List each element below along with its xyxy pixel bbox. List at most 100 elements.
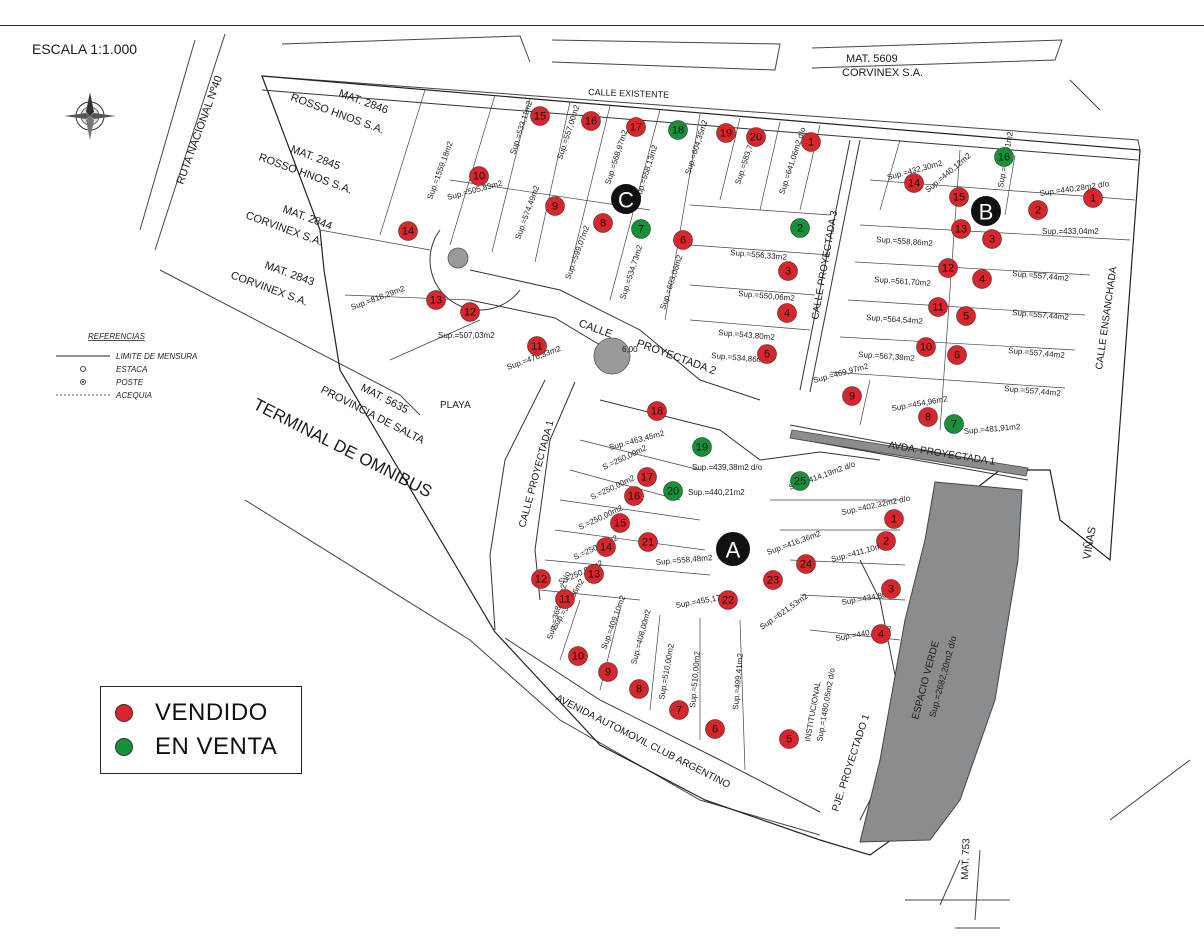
lot-marker-sold[interactable] [777,303,797,323]
lot-marker-sold[interactable] [460,302,480,322]
lot-marker-sold[interactable] [469,166,489,186]
lot-marker-for-sale[interactable] [994,147,1014,167]
lot-number-label: 3 [989,234,995,246]
lot-marker-sold[interactable] [778,261,798,281]
lot-marker-sold[interactable] [637,467,657,487]
lot-marker-sold[interactable] [949,187,969,207]
lot-marker-sold[interactable] [596,537,616,557]
lot-marker-sold[interactable] [705,719,725,739]
lot-marker-sold[interactable] [801,132,821,152]
lot-marker-for-sale[interactable] [668,120,688,140]
lot-area-label: Sup.=454,96m2 [891,394,949,413]
lot-marker-sold[interactable] [716,123,736,143]
lot-marker-for-sale[interactable] [631,219,651,239]
lot-marker-sold[interactable] [876,531,896,551]
lot-marker-sold[interactable] [947,345,967,365]
lot-marker-sold[interactable] [871,624,891,644]
lot-marker-sold[interactable] [1028,200,1048,220]
lot-number-label: 6 [954,350,960,362]
lot-marker-sold[interactable] [555,589,575,609]
lot-marker-sold[interactable] [918,407,938,427]
lot-marker-for-sale[interactable] [944,414,964,434]
section-marker-b[interactable] [971,196,1001,226]
lot-marker-sold[interactable] [426,290,446,310]
lot-marker-sold[interactable] [629,679,649,699]
scale-label: ESCALA 1:1.000 [32,41,137,57]
lot-number-label: 9 [552,201,558,213]
section-marker-a[interactable] [716,532,750,566]
lot-marker-sold[interactable] [398,221,418,241]
lot-marker-sold[interactable] [545,196,565,216]
lot-number-label: 4 [878,629,884,641]
lot-area-label: Sup.=533,11m2 [508,99,534,156]
lot-number-label: 18 [651,406,663,418]
lot-number-label: 22 [722,595,734,607]
lot-marker-sold[interactable] [1083,188,1103,208]
lot-number-label: 5 [786,734,792,746]
roundabout-label: 6,00 [622,345,638,354]
lot-marker-sold[interactable] [638,532,658,552]
lot-number-label: 13 [588,569,600,581]
top-border-line [0,25,1204,26]
stake-icon [80,366,86,372]
lot-marker-for-sale[interactable] [790,471,810,491]
lot-number-label: 19 [720,128,732,140]
lot-area-label: Sup.=557,44m2 [1012,308,1070,322]
lot-marker-sold[interactable] [647,401,667,421]
lot-number-label: 1 [891,514,897,526]
lot-marker-sold[interactable] [972,269,992,289]
lot-marker-sold[interactable] [757,344,777,364]
lot-marker-sold[interactable] [718,590,738,610]
lot-marker-sold[interactable] [593,213,613,233]
lot-number-label: 20 [667,486,679,498]
lot-marker-sold[interactable] [673,230,693,250]
lot-number-label: 24 [800,559,812,571]
lot-marker-sold[interactable] [746,127,766,147]
lot-marker-sold[interactable] [626,117,646,137]
lot-marker-sold[interactable] [928,297,948,317]
lot-marker-sold[interactable] [779,729,799,749]
street-avenida-automovil-club: AVENIDA AUTOMOVIL CLUB ARGENTINO [554,693,732,791]
lot-number-label: 12 [942,263,954,275]
lot-number-label: 9 [849,391,855,403]
lot-marker-sold[interactable] [584,564,604,584]
lot-marker-for-sale[interactable] [790,218,810,238]
lot-marker-sold[interactable] [881,579,901,599]
lot-marker-sold[interactable] [581,111,601,131]
lot-number-label: 3 [785,266,791,278]
lot-marker-sold[interactable] [796,554,816,574]
lot-marker-sold[interactable] [763,570,783,590]
lot-marker-sold[interactable] [568,646,588,666]
lot-number-label: 25 [794,476,806,488]
lot-number-label: 17 [641,472,653,484]
lot-marker-for-sale[interactable] [692,437,712,457]
reference-item: POSTE [116,378,144,387]
lot-marker-sold[interactable] [598,662,618,682]
lot-area-label: Sup.=558,86m2 [876,235,934,248]
lot-marker-sold[interactable] [610,513,630,533]
section-marker-c[interactable] [611,184,641,214]
lot-marker-sold[interactable] [951,219,971,239]
lot-number-label: 15 [953,192,965,204]
lot-marker-sold[interactable] [624,486,644,506]
lot-number-label: 8 [636,684,642,696]
lot-marker-sold[interactable] [669,700,689,720]
lot-marker-for-sale[interactable] [663,481,683,501]
lot-marker-sold[interactable] [527,336,547,356]
lot-marker-sold[interactable] [904,173,924,193]
lot-marker-sold[interactable] [530,106,550,126]
lot-area-label: Sup.=440,12m2 [924,151,974,195]
lot-marker-sold[interactable] [982,229,1002,249]
lot-marker-sold[interactable] [884,509,904,529]
road-network [261,89,1139,821]
street-calle-proyectada-2-b: PROYECTADA 2 [635,338,718,378]
lot-marker-sold[interactable] [956,306,976,326]
lot-number-label: 5 [963,311,969,323]
lot-marker-sold[interactable] [531,569,551,589]
legend-row-for-sale: EN VENTA [115,733,277,761]
lot-marker-sold[interactable] [938,258,958,278]
lot-area-label: Sup.=574,49m2 [513,184,541,241]
lot-marker-sold[interactable] [842,386,862,406]
lot-marker-sold[interactable] [916,337,936,357]
